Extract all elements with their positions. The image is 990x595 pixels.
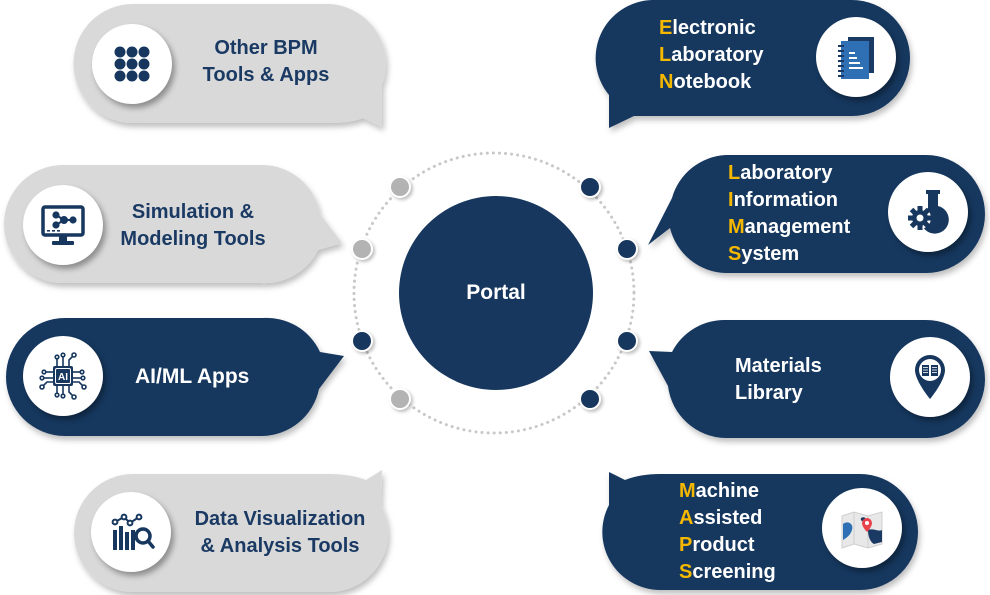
materials-icon-badge[interactable] (890, 337, 970, 417)
maps-line-2: Assisted (679, 507, 763, 529)
eln-line-1: Electronic (659, 17, 756, 39)
lims-icon-badge[interactable] (888, 172, 968, 252)
monitor-network-icon (41, 205, 85, 245)
other-bpm-line-2: Tools & Apps (202, 64, 330, 86)
simulation-label[interactable]: Simulation & Modeling Tools (108, 199, 278, 253)
data-viz-icon-badge[interactable] (91, 492, 171, 572)
ring-dot-other-bpm (389, 176, 411, 198)
portal-label: Portal (466, 281, 526, 304)
simulation-icon-badge[interactable] (23, 185, 103, 265)
aiml-label[interactable]: AI/ML Apps (135, 363, 249, 390)
app-grid-icon (114, 46, 150, 82)
portal-hub[interactable]: Portal (399, 196, 593, 390)
other-bpm-icon-badge[interactable] (92, 24, 172, 104)
notebook-icon (838, 37, 874, 79)
maps-icon-badge[interactable] (822, 488, 902, 568)
ring-dot-data-viz (389, 388, 411, 410)
materials-label[interactable]: Materials Library (735, 353, 822, 407)
ai-chip-icon: AI (39, 352, 87, 400)
maps-line-1: Machine (679, 480, 760, 502)
eln-icon-badge[interactable] (816, 17, 896, 97)
ring-dot-simulation (351, 238, 373, 260)
materials-line-1: Materials (735, 355, 822, 377)
lims-line-3: Management (728, 216, 851, 238)
data-viz-line-1: Data Visualization (194, 508, 366, 530)
flask-gear-icon (908, 190, 949, 234)
ring-dot-eln (579, 176, 601, 198)
eln-line-2: Laboratory (659, 44, 764, 66)
map-pin-icon (841, 511, 883, 549)
materials-line-2: Library (735, 382, 803, 404)
ring-dot-maps (579, 388, 601, 410)
maps-line-3: Product (679, 534, 755, 556)
maps-label[interactable]: Machine Assisted Product Screening (679, 478, 776, 586)
eln-label[interactable]: Electronic Laboratory Notebook (659, 15, 763, 96)
data-viz-label[interactable]: Data Visualization & Analysis Tools (180, 506, 380, 560)
ring-dot-materials (616, 330, 638, 352)
lims-line-1: Laboratory (728, 162, 833, 184)
lims-line-4: System (728, 243, 800, 265)
maps-line-4: Screening (679, 561, 776, 583)
ring-dot-aiml (351, 330, 373, 352)
data-viz-line-2: & Analysis Tools (200, 535, 360, 557)
dotted-ring (352, 151, 636, 435)
other-bpm-label[interactable]: Other BPM Tools & Apps (186, 35, 346, 89)
simulation-line-1: Simulation & (131, 201, 255, 223)
book-pin-icon (915, 355, 945, 399)
aiml-icon-badge[interactable]: AI (23, 336, 103, 416)
chart-magnifier-icon (111, 513, 155, 550)
ring-dot-lims (616, 238, 638, 260)
aiml-line-1: AI/ML Apps (135, 365, 250, 388)
lims-line-2: Information (728, 189, 838, 211)
eln-line-3: Notebook (659, 71, 752, 93)
svg-text:AI: AI (58, 372, 68, 383)
simulation-line-2: Modeling Tools (120, 228, 266, 250)
lims-label[interactable]: Laboratory Information Management System (728, 160, 850, 268)
other-bpm-line-1: Other BPM (214, 37, 318, 59)
